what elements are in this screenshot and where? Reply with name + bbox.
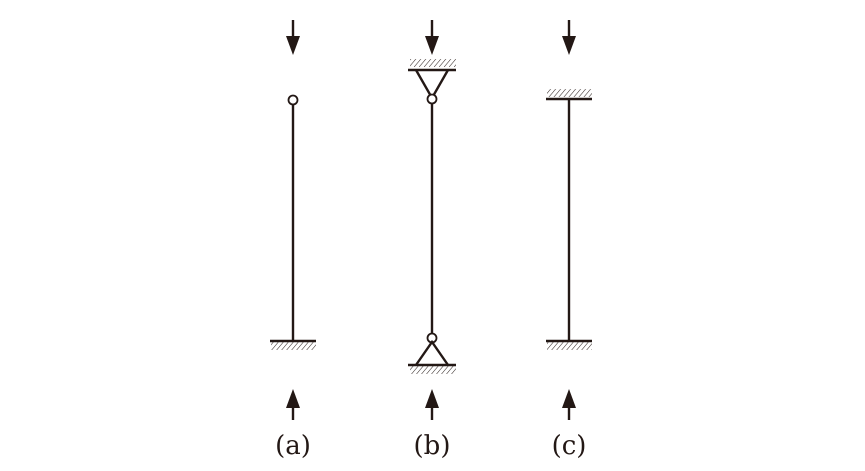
pinned-support-top-b xyxy=(408,59,456,105)
hinge-icon xyxy=(426,93,438,105)
fixed-support-top-c xyxy=(546,89,592,101)
panel-label-c: (c) xyxy=(552,431,587,461)
panel-c: (c) xyxy=(546,20,592,461)
arrow-down-icon xyxy=(286,20,300,55)
fixed-support-bottom-a xyxy=(270,339,316,350)
panel-label-b: (b) xyxy=(414,431,451,461)
hatched-ground-icon xyxy=(410,59,456,67)
fixed-support-bottom-c xyxy=(546,339,592,350)
arrow-up-icon xyxy=(562,389,576,420)
hatched-ground-icon xyxy=(271,342,316,350)
arrow-up-icon xyxy=(286,389,300,420)
arrow-up-icon xyxy=(425,389,439,420)
arrow-down-icon xyxy=(425,20,439,55)
panel-b: (b) xyxy=(408,20,456,461)
hatched-ground-icon xyxy=(547,342,592,350)
hatched-ground-icon xyxy=(547,89,592,97)
panel-a: (a) xyxy=(270,20,316,461)
arrow-down-icon xyxy=(562,20,576,55)
panel-label-a: (a) xyxy=(275,431,311,461)
hatched-ground-icon xyxy=(410,366,456,374)
pinned-support-bottom-b xyxy=(408,332,456,374)
hinge-icon xyxy=(287,94,299,106)
